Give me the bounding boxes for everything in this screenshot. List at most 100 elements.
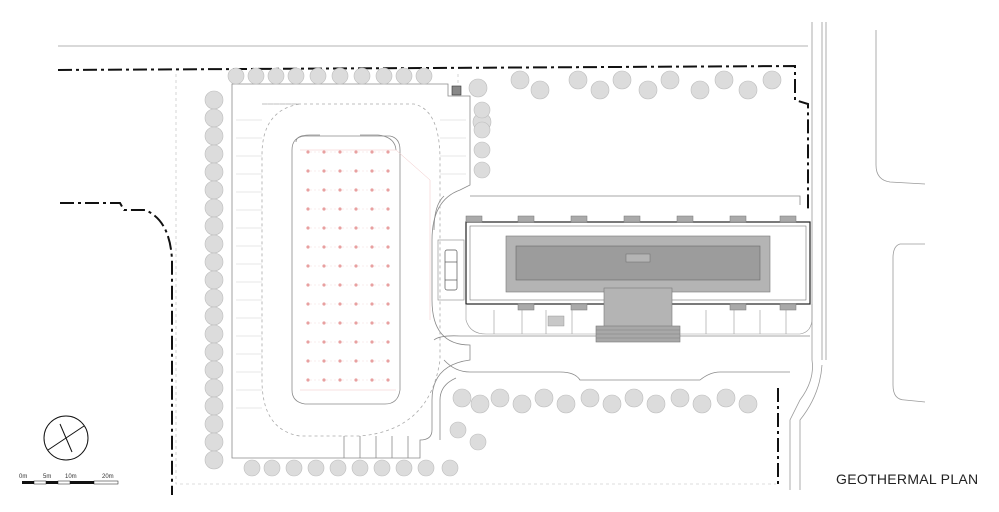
geothermal-bore-point	[322, 150, 326, 154]
geothermal-bore-point	[306, 226, 310, 230]
geothermal-bore-point	[354, 378, 358, 382]
tree-icon	[287, 67, 305, 85]
tree-icon	[331, 67, 349, 85]
tree-icon	[417, 459, 435, 477]
geothermal-bore-point	[338, 359, 342, 363]
geothermal-bore-point	[370, 245, 374, 249]
geothermal-bore-point	[338, 150, 342, 154]
tree-icon	[568, 70, 588, 90]
geothermal-bore-point	[338, 226, 342, 230]
tree-icon	[670, 388, 690, 408]
tree-icon	[375, 67, 393, 85]
geothermal-bore-point	[306, 321, 310, 325]
tree-icon	[204, 252, 224, 272]
tree-icon	[353, 67, 371, 85]
geothermal-bore-point	[370, 264, 374, 268]
scale-label-10: 10m	[65, 474, 77, 480]
geothermal-bore-point	[322, 321, 326, 325]
tree-icon	[243, 459, 261, 477]
geothermal-bore-point	[386, 378, 390, 382]
geothermal-bore-point	[306, 245, 310, 249]
tree-icon	[468, 78, 488, 98]
geothermal-bore-point	[370, 188, 374, 192]
geothermal-bore-point	[354, 207, 358, 211]
geothermal-bore-point	[386, 359, 390, 363]
geothermal-bore-point	[354, 321, 358, 325]
geothermal-bore-point	[386, 188, 390, 192]
geothermal-bore-point	[354, 226, 358, 230]
geothermal-bore-point	[338, 302, 342, 306]
geothermal-bore-point	[306, 340, 310, 344]
tree-icon	[473, 101, 491, 119]
scale-bar: 0m 5m 10m 20m	[19, 474, 119, 485]
tree-icon	[469, 433, 487, 451]
geothermal-bore-point	[322, 283, 326, 287]
geothermal-bore-point	[370, 283, 374, 287]
geothermal-bore-point	[338, 207, 342, 211]
parking-lot	[231, 83, 471, 459]
tree-icon	[267, 67, 285, 85]
geothermal-bore-point	[370, 207, 374, 211]
tree-icon	[449, 421, 467, 439]
tree-icon	[660, 70, 680, 90]
tree-icon	[512, 394, 532, 414]
geothermal-bore-point	[354, 245, 358, 249]
tree-icon	[204, 342, 224, 362]
geothermal-bore-point	[370, 302, 374, 306]
scale-label-5: 5m	[43, 474, 51, 480]
tree-icon	[395, 459, 413, 477]
building	[465, 215, 813, 343]
parking-stalls	[236, 119, 466, 409]
geothermal-bore-point	[322, 340, 326, 344]
tree-icon	[204, 270, 224, 290]
tree-icon	[204, 378, 224, 398]
geothermal-bore-point	[306, 150, 310, 154]
tree-icon	[510, 70, 530, 90]
tree-icon	[204, 108, 224, 128]
tree-icon	[690, 80, 710, 100]
tree-icon	[204, 216, 224, 236]
tree-icon	[204, 144, 224, 164]
geothermal-bore-point	[386, 321, 390, 325]
tree-icon	[762, 70, 782, 90]
tree-icon	[738, 80, 758, 100]
geothermal-bore-point	[386, 226, 390, 230]
tree-icon	[373, 459, 391, 477]
tree-icon	[204, 126, 224, 146]
geothermal-bore-point	[322, 378, 326, 382]
geothermal-bore-point	[306, 359, 310, 363]
geothermal-bore-point	[338, 169, 342, 173]
tree-icon	[307, 459, 325, 477]
tree-icon	[285, 459, 303, 477]
geothermal-bore-point	[354, 264, 358, 268]
scale-label-0: 0m	[19, 474, 27, 480]
geothermal-bore-point	[354, 169, 358, 173]
tree-icon	[590, 80, 610, 100]
bore-header-lines	[300, 149, 431, 391]
tree-icon	[204, 396, 224, 416]
geothermal-bore-point	[386, 340, 390, 344]
geothermal-bore-point	[354, 302, 358, 306]
sunshades	[465, 215, 797, 311]
geothermal-bore-point	[386, 302, 390, 306]
geothermal-bore-point	[306, 283, 310, 287]
geothermal-bore-point	[322, 245, 326, 249]
geothermal-bore-point	[338, 378, 342, 382]
geothermal-bore-point	[370, 359, 374, 363]
geothermal-bore-point	[306, 169, 310, 173]
geothermal-bore-point	[338, 283, 342, 287]
tree-icon	[204, 414, 224, 434]
geothermal-bore-point	[338, 188, 342, 192]
tree-icon	[580, 388, 600, 408]
geothermal-bore-point	[338, 264, 342, 268]
tree-icon	[204, 432, 224, 452]
geothermal-bore-point	[306, 264, 310, 268]
street-lines	[58, 22, 926, 490]
tree-icon	[204, 288, 224, 308]
tree-icon	[204, 324, 224, 344]
tree-icon	[738, 394, 758, 414]
geothermal-bore-point	[370, 378, 374, 382]
geothermal-bore-point	[306, 378, 310, 382]
tree-icon	[470, 394, 490, 414]
tree-icon	[204, 198, 224, 218]
